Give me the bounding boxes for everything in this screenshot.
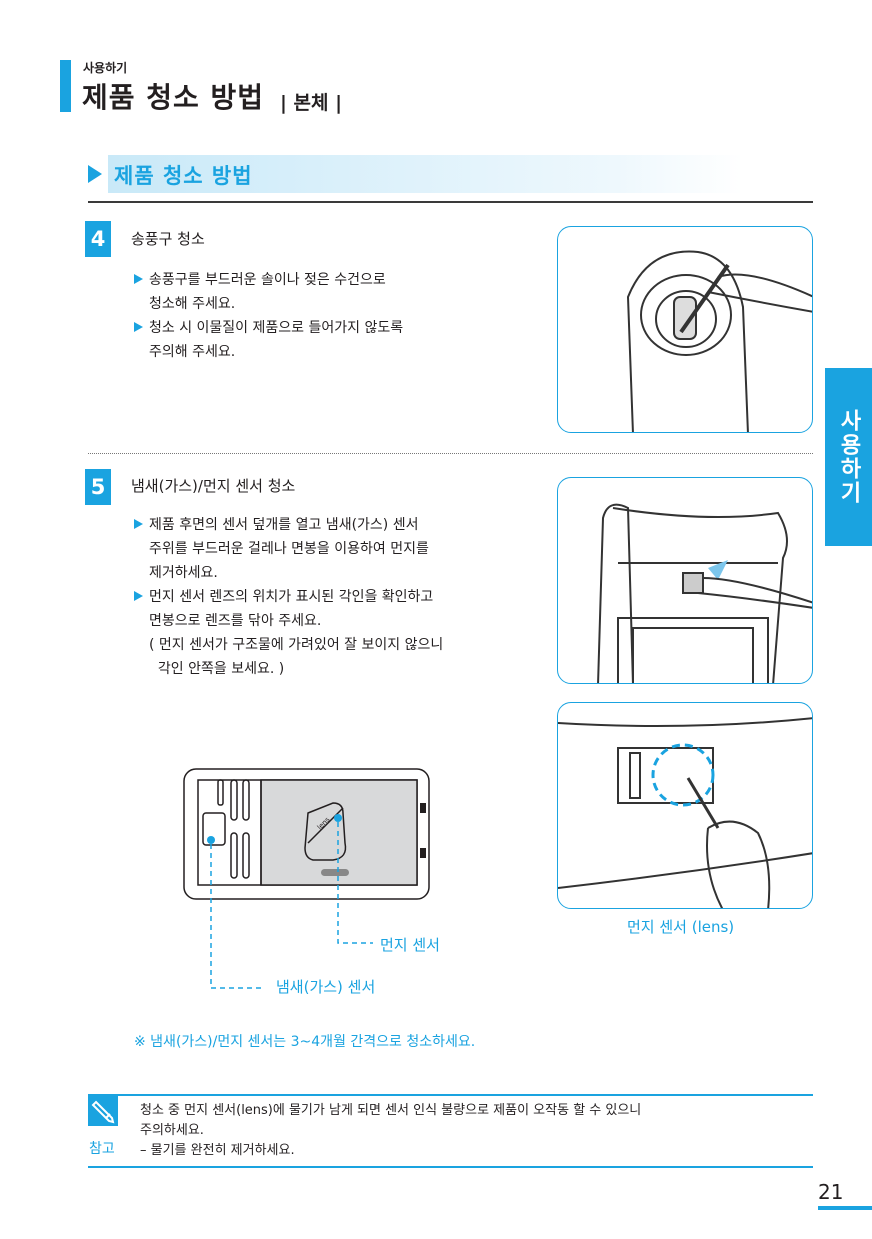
step-title: 송풍구 청소: [131, 230, 205, 248]
breadcrumb: 사용하기: [83, 61, 128, 75]
step-number: 4: [85, 221, 111, 257]
page-number-underline: [818, 1206, 872, 1210]
note-line: 청소 중 먼지 센서(lens)에 물기가 남게 되면 센서 인식 불량으로 제…: [140, 1103, 642, 1118]
bullet-text: 제품 후면의 센서 덮개를 열고 냄새(가스) 센서: [149, 517, 419, 533]
bullet-text: 주의해 주세요.: [149, 344, 236, 360]
bullet-text: 제거하세요.: [149, 565, 218, 581]
bullet-text: 청소 시 이물질이 제품으로 들어가지 않도록: [149, 320, 404, 336]
dust-sensor-label: 먼지 센서: [380, 936, 440, 954]
page-subtitle: | 본체 |: [280, 92, 343, 114]
note-top-rule: [88, 1094, 813, 1096]
gas-sensor-label: 냄새(가스) 센서: [276, 978, 376, 996]
note-line: 주의하세요.: [140, 1123, 204, 1138]
bullet-icon: [134, 519, 143, 529]
bullet-text: 청소해 주세요.: [149, 296, 236, 312]
step-separator: [88, 453, 813, 454]
side-tab: 사용하기: [825, 368, 872, 546]
step-title: 냄새(가스)/먼지 센서 청소: [131, 477, 296, 495]
header-accent-bar: [60, 60, 71, 112]
section-title: 제품 청소 방법: [114, 164, 253, 188]
note-line: – 물기를 완전히 제거하세요.: [140, 1143, 295, 1158]
bullet-text: 먼지 센서 렌즈의 위치가 표시된 각인을 확인하고: [149, 589, 434, 605]
bullet-icon: [134, 322, 143, 332]
photo-caption: 먼지 센서 (lens): [627, 918, 735, 936]
note-label: 참고: [89, 1141, 115, 1157]
bullet-text: 각인 안쪽을 보세요. ): [149, 661, 285, 677]
step-number: 5: [85, 469, 111, 505]
section-divider: [88, 201, 813, 203]
page-title: 제품 청소 방법: [82, 81, 265, 114]
step-bullets: 제품 후면의 센서 덮개를 열고 냄새(가스) 센서 주위를 부드러운 걸레나 …: [134, 513, 443, 681]
note-text: 청소 중 먼지 센서(lens)에 물기가 남게 되면 센서 인식 불량으로 제…: [140, 1101, 641, 1161]
pencil-icon: [88, 1096, 118, 1126]
dust-sensor-photo: [557, 702, 813, 909]
bullet-text: 송풍구를 부드러운 솔이나 젖은 수건으로: [149, 272, 386, 288]
vent-cleaning-illustration: [557, 226, 813, 433]
note-bottom-rule: [88, 1166, 813, 1168]
page-number: 21: [818, 1180, 844, 1204]
bullet-text: ( 먼지 센서가 구조물에 가려있어 잘 보이지 않으니: [149, 637, 444, 653]
step-bullets: 송풍구를 부드러운 솔이나 젖은 수건으로 청소해 주세요. 청소 시 이물질이…: [134, 268, 403, 364]
section-band: [108, 155, 743, 193]
sensor-cover-illustration: [557, 477, 813, 684]
section-triangle-icon: [88, 165, 102, 183]
bullet-icon: [134, 591, 143, 601]
sensor-diagram: lens: [183, 768, 431, 989]
bullet-text: 주위를 부드러운 걸레나 면봉을 이용하여 먼지를: [149, 541, 429, 557]
bullet-text: 면봉으로 렌즈를 닦아 주세요.: [149, 613, 322, 629]
footnote: ※ 냄새(가스)/먼지 센서는 3~4개월 간격으로 청소하세요.: [134, 1034, 476, 1050]
bullet-icon: [134, 274, 143, 284]
